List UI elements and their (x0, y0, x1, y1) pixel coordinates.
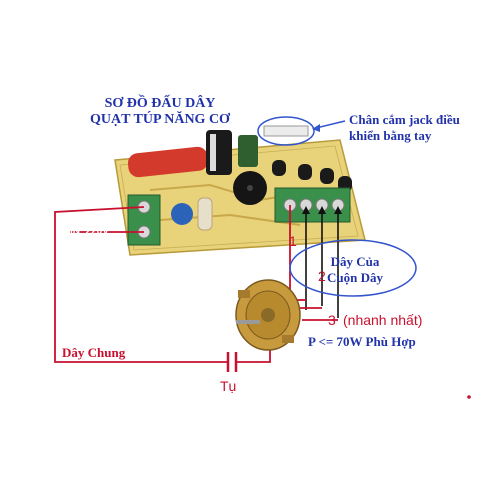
wire-number-2: 2 (318, 268, 326, 284)
transistors (272, 160, 352, 192)
red-component (127, 146, 209, 178)
green-component (238, 135, 258, 167)
resistor (197, 197, 213, 231)
stray-dot (467, 395, 471, 399)
capacitor-symbol (226, 352, 238, 372)
coil-label-line-2: Cuộn Dây (327, 270, 383, 285)
jack-note-line-1: Chân cắm jack điều (349, 112, 460, 127)
jack-note: Chân cắm jack điều khiển bằng tay (349, 112, 460, 144)
speed-wire-arrows (305, 212, 339, 318)
power-rating-label: P <= 70W Phù Hợp (308, 334, 416, 349)
jack-note-line-2: khiển bằng tay (349, 128, 432, 143)
fastest-note: (nhanh nhất) (343, 312, 423, 328)
input-voltage-label: IN_220V (70, 226, 109, 237)
capacitor-label: Tụ (220, 378, 237, 394)
title-line-1: SƠ ĐỒ ĐẤU DÂY (104, 96, 216, 111)
wire-number-1: 1 (289, 233, 297, 249)
electrolytic-capacitor (206, 130, 232, 175)
title-line-2: QUẠT TÚP NĂNG CƠ (90, 112, 230, 127)
blue-capacitor (171, 203, 193, 225)
jack-connector (257, 116, 315, 146)
motor (235, 279, 301, 351)
common-wire-label: Dây Chung (62, 345, 126, 360)
coil-label: Dây Của Cuộn Dây (320, 254, 390, 286)
wire-number-3: 3 (328, 312, 336, 328)
coil-label-line-1: Dây Của (330, 254, 380, 269)
jack-pointer-arrow (312, 120, 346, 132)
coil-ellipse (289, 239, 417, 297)
diagram-title: SƠ ĐỒ ĐẤU DÂY QUẠT TÚP NĂNG CƠ (60, 96, 260, 128)
input-terminal-block (127, 194, 161, 246)
